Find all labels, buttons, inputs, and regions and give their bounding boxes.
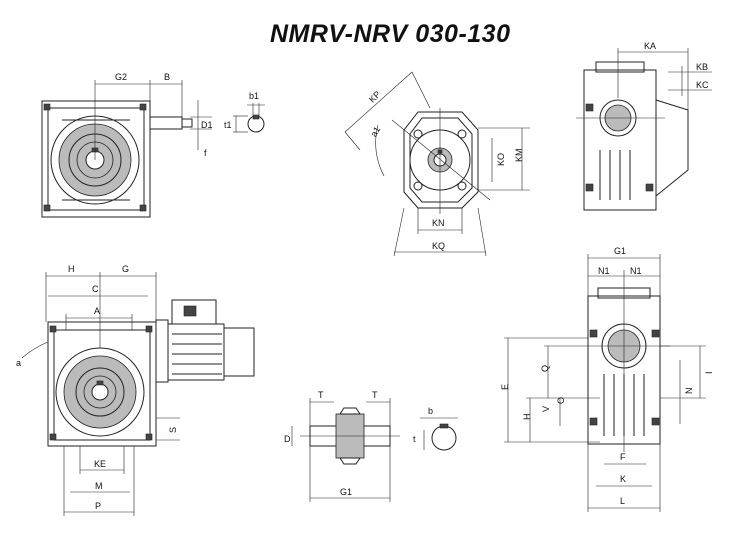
label-T-left: T xyxy=(318,390,324,400)
view-gearbox-with-motor xyxy=(47,299,255,447)
label-A: A xyxy=(94,306,100,316)
view-flange xyxy=(391,108,491,214)
dimension-D-G1 xyxy=(291,417,458,502)
label-N1-left: N1 xyxy=(598,266,610,276)
label-KP: KP xyxy=(367,89,383,105)
label-P: P xyxy=(95,501,101,511)
label-t1: t1 xyxy=(224,120,232,130)
label-E: E xyxy=(500,384,510,390)
label-G: G xyxy=(122,264,129,274)
label-b1: b1 xyxy=(249,91,259,101)
dimension-KO-KM xyxy=(478,127,530,191)
label-a: a xyxy=(16,358,21,368)
dimension-KB-KC xyxy=(668,66,712,96)
label-KA: KA xyxy=(644,41,656,51)
dimension-D1 xyxy=(190,100,212,150)
keyway-b1-detail xyxy=(233,103,265,133)
view-bottom-right-gearbox xyxy=(580,270,670,452)
dimension-a xyxy=(21,341,49,359)
label-KO: KO xyxy=(496,153,506,166)
label-KN: KN xyxy=(432,218,445,228)
label-V: V xyxy=(541,406,551,412)
dimension-B xyxy=(150,80,183,117)
label-S: S xyxy=(168,427,178,433)
label-KC: KC xyxy=(696,80,709,90)
label-t: t xyxy=(413,434,416,444)
label-KM: KM xyxy=(514,149,524,163)
dimension-a1 xyxy=(375,124,385,177)
dimension-KN-KQ xyxy=(393,207,487,257)
view-top-left-gearbox xyxy=(41,100,193,218)
label-G2: G2 xyxy=(115,72,127,82)
label-L: L xyxy=(620,496,625,506)
label-KQ: KQ xyxy=(432,241,445,251)
dimension-S xyxy=(156,417,180,441)
label-F: F xyxy=(620,452,626,462)
dimension-KA xyxy=(617,48,689,110)
label-I: I xyxy=(704,371,714,374)
dimension-G2 xyxy=(94,80,151,160)
label-B: B xyxy=(164,72,170,82)
dimension-I-N xyxy=(660,345,706,424)
dimension-C-A xyxy=(48,295,148,330)
label-a1: a1 xyxy=(369,125,383,139)
view-top-right-gearbox xyxy=(576,61,689,211)
dimension-KE-M-P xyxy=(63,446,135,516)
label-D: D xyxy=(284,434,291,444)
label-O: O xyxy=(556,397,566,404)
label-KB: KB xyxy=(696,62,708,72)
label-N1-right: N1 xyxy=(630,266,642,276)
label-C: C xyxy=(92,284,99,294)
dimension-G1-N1 xyxy=(587,254,661,296)
label-T-right: T xyxy=(372,390,378,400)
dimension-KP xyxy=(344,71,431,151)
dimension-F-K-L xyxy=(587,444,661,512)
label-N: N xyxy=(684,388,694,395)
label-D1: D1 xyxy=(201,120,213,130)
label-KE: KE xyxy=(94,459,106,469)
drawing-title: NMRV-NRV 030-130 xyxy=(270,20,511,48)
label-M: M xyxy=(95,481,103,491)
label-Q: Q xyxy=(540,365,550,372)
label-G1-shaft: G1 xyxy=(340,487,352,497)
dimension-H-G xyxy=(45,272,157,348)
label-f: f xyxy=(204,148,207,158)
label-H: H xyxy=(68,264,75,274)
view-output-shaft xyxy=(300,407,457,465)
label-K: K xyxy=(620,474,626,484)
label-b: b xyxy=(428,406,433,416)
dimension-E-H-Q-V-O xyxy=(504,337,600,443)
label-G1: G1 xyxy=(614,246,626,256)
dimension-T xyxy=(309,398,391,426)
label-H-right: H xyxy=(522,414,532,421)
